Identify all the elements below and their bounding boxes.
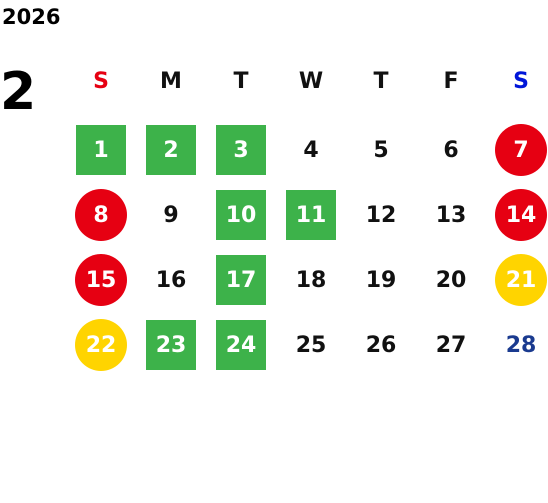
month-number: 2 <box>0 62 37 122</box>
day-cell-2[interactable]: 2 <box>146 125 196 175</box>
day-cell-19[interactable]: 19 <box>365 267 397 293</box>
day-cell-11[interactable]: 11 <box>286 190 336 240</box>
day-cell-23[interactable]: 23 <box>146 320 196 370</box>
day-cell-21[interactable]: 21 <box>495 254 547 306</box>
day-cell-15[interactable]: 15 <box>75 254 127 306</box>
day-cell-4[interactable]: 4 <box>303 137 319 163</box>
day-cell-8[interactable]: 8 <box>75 189 127 241</box>
day-cell-10[interactable]: 10 <box>216 190 266 240</box>
day-cell-20[interactable]: 20 <box>435 267 467 293</box>
day-cell-16[interactable]: 16 <box>155 267 187 293</box>
weekday-header-4: T <box>373 68 389 94</box>
day-cell-28[interactable]: 28 <box>505 332 537 358</box>
day-cell-6[interactable]: 6 <box>443 137 459 163</box>
day-cell-13[interactable]: 13 <box>435 202 467 228</box>
day-cell-3[interactable]: 3 <box>216 125 266 175</box>
day-cell-14[interactable]: 14 <box>495 189 547 241</box>
weekday-header-6: S <box>513 68 529 94</box>
day-cell-12[interactable]: 12 <box>365 202 397 228</box>
weekday-header-5: F <box>443 68 459 94</box>
weekday-header-1: M <box>160 68 182 94</box>
day-cell-5[interactable]: 5 <box>373 137 389 163</box>
day-cell-27[interactable]: 27 <box>435 332 467 358</box>
day-cell-24[interactable]: 24 <box>216 320 266 370</box>
weekday-header-0: S <box>93 68 109 94</box>
weekday-header-3: W <box>298 68 324 94</box>
day-cell-26[interactable]: 26 <box>365 332 397 358</box>
day-cell-25[interactable]: 25 <box>295 332 327 358</box>
weekday-header-2: T <box>233 68 249 94</box>
year-label: 2026 <box>2 5 61 29</box>
day-cell-17[interactable]: 17 <box>216 255 266 305</box>
day-cell-1[interactable]: 1 <box>76 125 126 175</box>
day-cell-18[interactable]: 18 <box>295 267 327 293</box>
day-cell-9[interactable]: 9 <box>163 202 179 228</box>
day-cell-22[interactable]: 22 <box>75 319 127 371</box>
day-cell-7[interactable]: 7 <box>495 124 547 176</box>
